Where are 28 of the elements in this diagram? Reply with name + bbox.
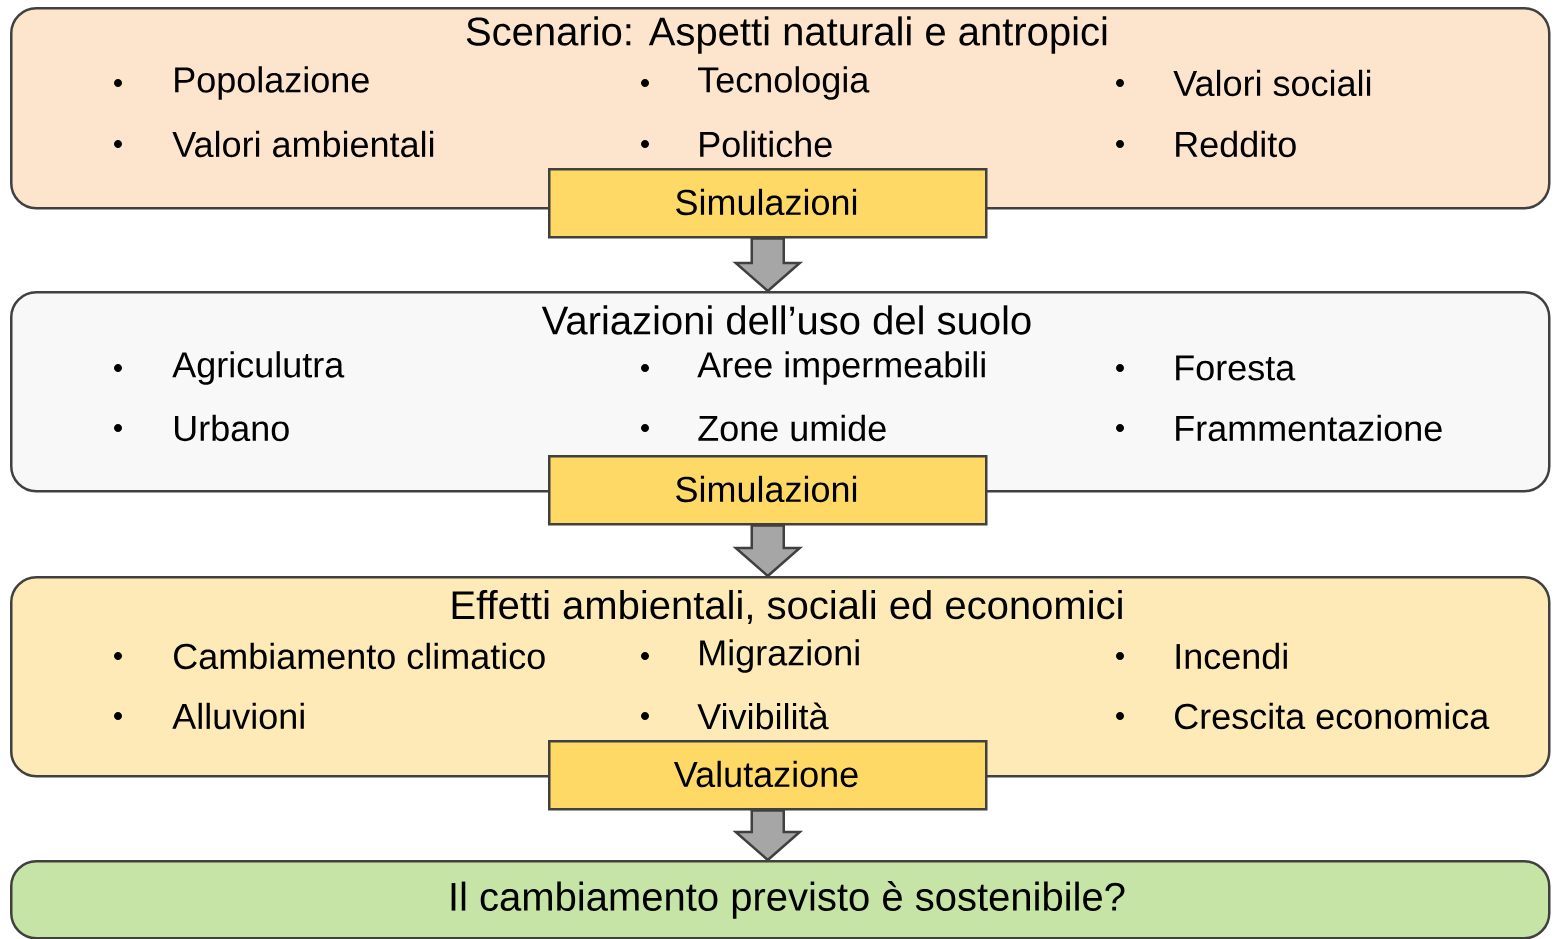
bullet-item: Reddito [1116, 130, 1296, 158]
bullet-item: Incendi [1116, 642, 1287, 670]
bullet-item: Zone umide [641, 414, 886, 442]
arrow [732, 237, 804, 293]
step-box: Simulazioni [548, 455, 988, 526]
bullet-item: Crescita economica [1116, 702, 1490, 730]
bullet-item: Urbano [114, 414, 289, 442]
bullet-item: Alluvioni [114, 702, 304, 730]
bullet-item: Frammentazione [1116, 414, 1442, 442]
step-box: Valutazione [548, 740, 988, 811]
heading: Scenario: Aspetti naturali e antropici [466, 16, 1107, 54]
bullet-item: Tecnologia [641, 66, 870, 100]
bullet-item: Politiche [641, 130, 832, 158]
bullet-item: Migrazioni [641, 639, 859, 673]
heading: Il cambiamento previsto è sostenibile? [451, 881, 1125, 919]
bullet-item: Vivibilità [641, 702, 829, 730]
step-box: Simulazioni [548, 168, 988, 239]
bullet-item: Foresta [1116, 355, 1296, 381]
bullet-item: Agriculutra [114, 351, 345, 385]
bullet-item: Valori sociali [1116, 69, 1371, 97]
bullet-item: Popolazione [114, 66, 369, 100]
bullet-item: Cambiamento climatico [114, 642, 545, 670]
heading: Effetti ambientali, sociali ed economici [452, 589, 1122, 625]
arrow [732, 524, 804, 578]
heading: Variazioni dell’uso del suolo [541, 305, 1031, 335]
bullet-item: Valori ambientali [114, 130, 434, 158]
arrow [732, 809, 804, 862]
bullet-item: Aree impermeabili [641, 351, 985, 385]
